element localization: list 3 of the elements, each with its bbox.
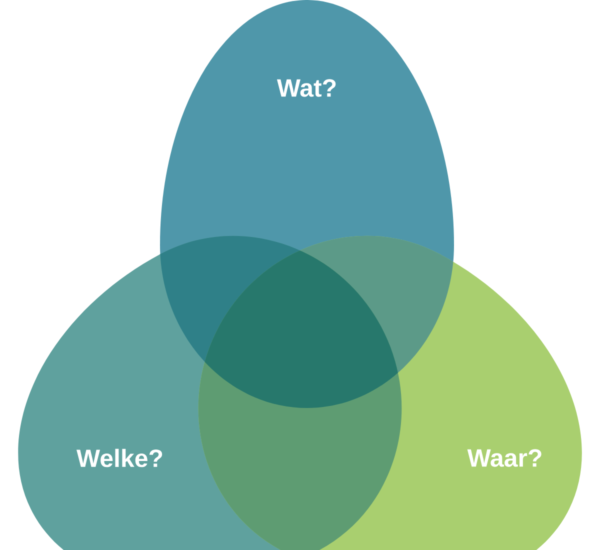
venn-label: Welke?	[76, 448, 162, 468]
venn-label: Waar?	[467, 449, 542, 467]
venn-label: Wat?	[276, 79, 336, 97]
